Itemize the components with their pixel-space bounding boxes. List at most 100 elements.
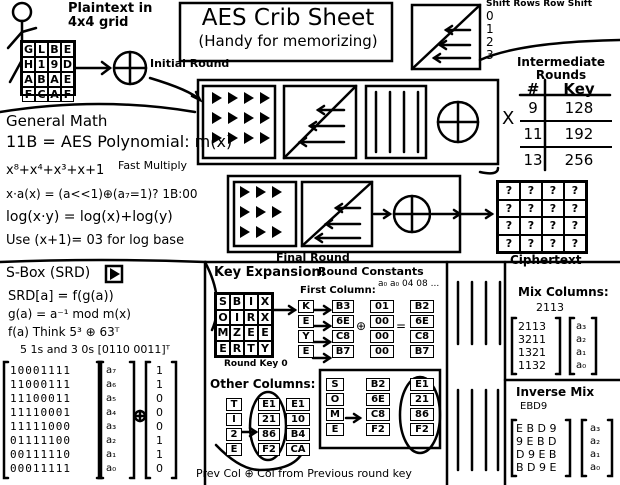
rot-column: K E Y E (298, 300, 314, 358)
vector-entry: a₁ (576, 347, 587, 358)
grid-cell: X (258, 309, 272, 325)
matrix-row: 11111000 (10, 420, 71, 433)
grid-cell: ? (542, 182, 564, 200)
col-cell: F2 (258, 443, 280, 456)
grid-cell: E (61, 42, 74, 57)
vector-entry: 0 (156, 406, 163, 419)
vector-entry: 1 (156, 364, 163, 377)
sbox-matrix: 10001111 11000111 11100011 11110001 1111… (10, 364, 71, 476)
vector-entry: a₅ (106, 393, 117, 404)
grid-cell: ? (542, 217, 564, 235)
grid-cell: ? (520, 199, 542, 217)
grid-cell: G (22, 42, 35, 57)
result-column: B2 6E C8 B7 (410, 300, 434, 358)
col-cell: C8 (366, 408, 390, 421)
grid-cell: A (48, 72, 61, 87)
grid-cell: ? (564, 217, 586, 235)
table-cell: 256 (564, 151, 594, 169)
vector-entry: 0 (156, 420, 163, 433)
col-cell: 21 (410, 393, 434, 406)
grid-cell: A (22, 72, 35, 87)
grid-cell: ? (520, 234, 542, 252)
vector-entry: 1 (156, 448, 163, 461)
other-prev-column: E1 21 86 F2 (258, 398, 280, 456)
grid-cell: ? (520, 182, 542, 200)
grid-cell: ? (498, 217, 520, 235)
matrix-row: 2113 (518, 320, 546, 333)
col-cell: E (298, 345, 314, 358)
col-cell: C8 (410, 330, 434, 343)
round-constants-list: a₀ a₀ 04 08 ... (378, 279, 440, 289)
rcon-column: 01 00 00 00 (370, 300, 394, 358)
col-cell: B2 (366, 378, 390, 391)
matrix-row: B D 9 E (516, 461, 557, 474)
table-header: # Key (520, 80, 612, 98)
math-line-4: log(x·y) = log(x)+log(y) (6, 209, 173, 225)
grid-cell: ? (564, 234, 586, 252)
inverse-mix-matrix: E B D 9 9 E B D D 9 E B B D 9 E (516, 422, 556, 474)
matrix-row: 9 E B D (516, 435, 557, 448)
grid-cell: ? (498, 182, 520, 200)
table-row: 13 256 (520, 148, 612, 172)
shift-digit: 1 (486, 22, 494, 36)
col-cell: 6E (332, 315, 354, 328)
vector-entry: a₀ (106, 463, 117, 474)
grid-cell: R (244, 309, 258, 325)
vector-entry: a₃ (106, 421, 117, 432)
matrix-row: 01111100 (10, 434, 71, 447)
grid-cell: X (258, 294, 272, 310)
grid-cell: B (230, 294, 244, 310)
grid-cell: Y (258, 340, 272, 356)
table-cell: 192 (564, 125, 594, 143)
other-key-column: T I 2 E (226, 398, 242, 456)
vector-entry: a₄ (106, 407, 117, 418)
col-cell: B7 (410, 345, 434, 358)
math-line-3: x·a(x) = (a<<1)⊕(a₇=1)? 1B:00 (6, 187, 198, 201)
vector-entry: a₆ (106, 379, 117, 390)
vector-entry: a₇ (106, 365, 117, 376)
prev-col-note: Prev Col ⊕ Col from Previous round key (196, 467, 412, 480)
table-cell: 128 (564, 99, 594, 117)
grid-cell: ? (498, 199, 520, 217)
mix-columns-vector: a₃ a₂ a₁ a₀ (576, 320, 586, 372)
grid-cell: ? (498, 234, 520, 252)
matrix-row: 1132 (518, 359, 546, 372)
ciphertext-grid: ???? ???? ???? ???? (496, 180, 588, 254)
vector-entry: a₀ (590, 462, 601, 473)
col-cell: E1 (410, 378, 434, 391)
vector-entry: a₃ (576, 321, 587, 332)
col-cell: B7 (332, 345, 354, 358)
grid-cell: I (230, 309, 244, 325)
key-expansion-title: Key Expansion: (214, 265, 326, 280)
math-line-2: x⁸+x⁴+x³+x+1 (6, 163, 105, 178)
table-row: 9 128 (520, 96, 612, 122)
col-cell: 00 (370, 315, 394, 328)
col-cell: Y (298, 330, 314, 343)
intermediate-title: Intermediate Rounds (516, 55, 606, 82)
col-cell: F2 (410, 423, 434, 436)
shift-rows-label: Shift Rows Row Shift (486, 0, 592, 9)
grid-cell: L (35, 42, 48, 57)
col-cell: 00 (370, 330, 394, 343)
col-cell: 21 (258, 413, 280, 426)
grid-cell: B (48, 42, 61, 57)
vector-entry: 0 (156, 462, 163, 475)
col-cell: 86 (410, 408, 434, 421)
grid-cell: O (216, 309, 230, 325)
col-cell: S (326, 378, 344, 391)
inverse-mix-title: Inverse Mix (516, 385, 595, 399)
fast-multiply-label: Fast Multiply (118, 159, 188, 172)
mid-key-column: S O M E (326, 378, 344, 436)
col-cell: 2 (226, 428, 242, 441)
mid-prev-column: B2 6E C8 F2 (366, 378, 390, 436)
grid-cell: F (61, 87, 74, 102)
table-cell: 9 (528, 99, 538, 117)
mix-columns-matrix: 2113 3211 1321 1132 (518, 320, 546, 372)
grid-cell: M (216, 325, 230, 341)
col-header: Key (563, 80, 595, 98)
mid-result-column: E1 21 86 F2 (410, 378, 434, 436)
matrix-row: 00011111 (10, 462, 71, 475)
vector-entry: a₁ (590, 449, 601, 460)
key-grid: S B I X O I R X M Z E E E R T Y (214, 292, 274, 358)
vector-entry: a₀ (576, 360, 587, 371)
